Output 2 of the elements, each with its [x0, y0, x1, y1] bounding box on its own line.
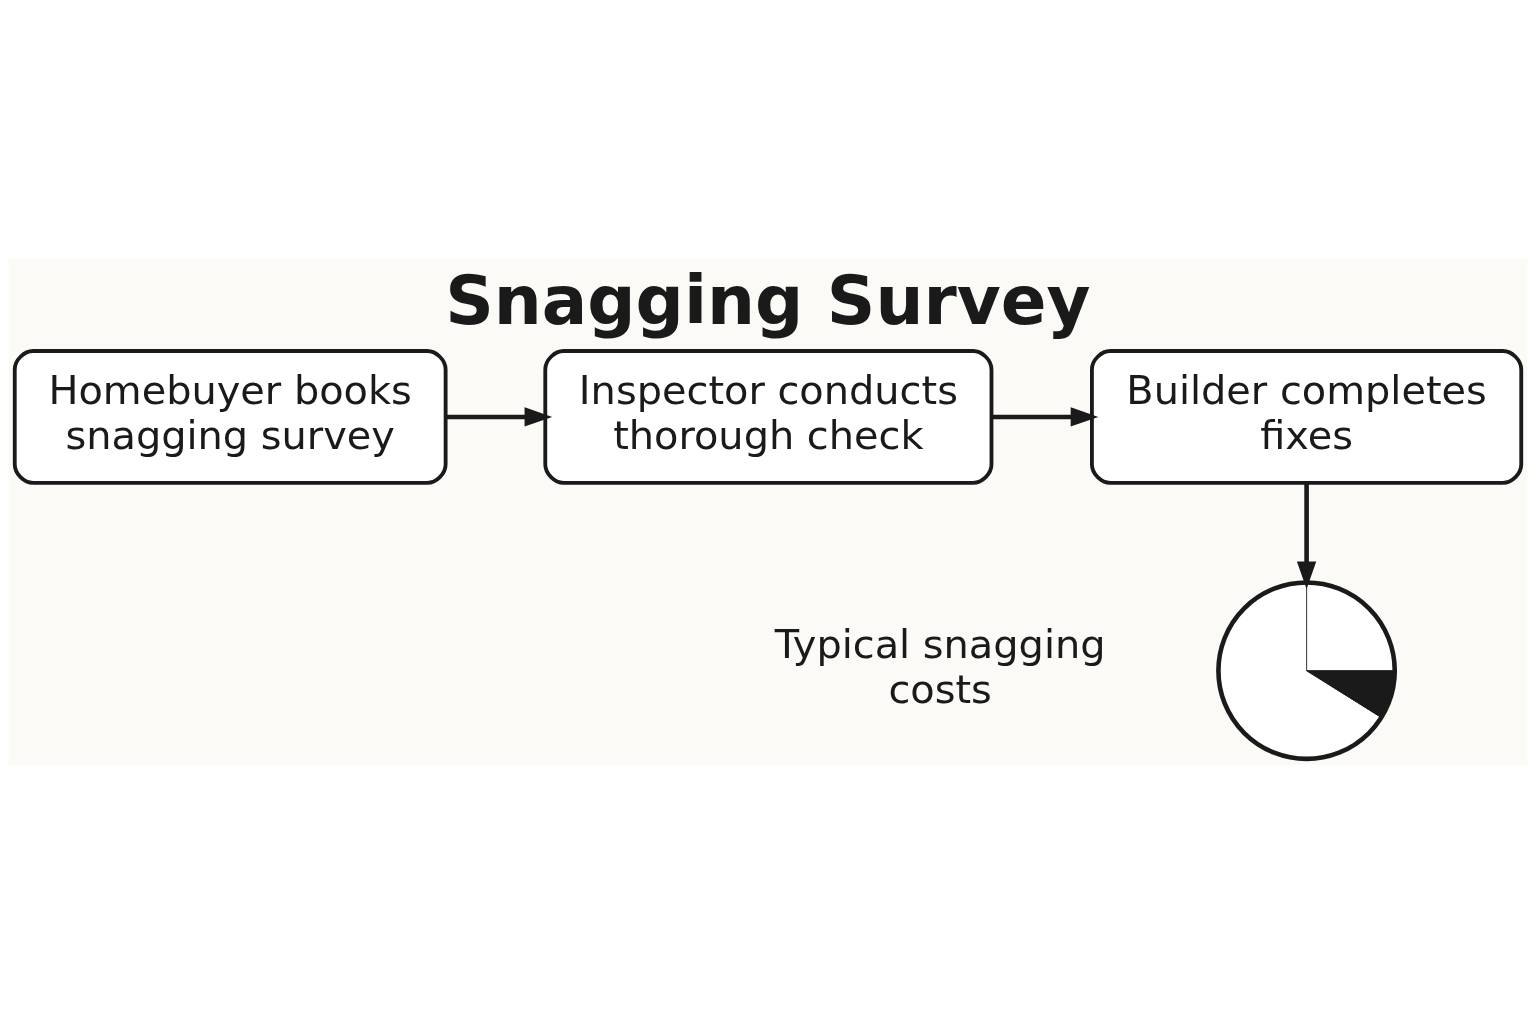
label: Typical snagging costs	[774, 621, 1106, 712]
diagram-title: Snagging Survey	[445, 260, 1091, 340]
